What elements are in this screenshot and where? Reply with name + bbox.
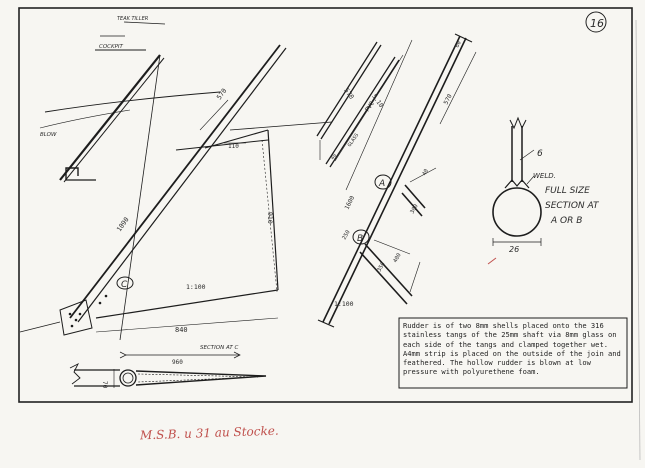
note-box — [398, 317, 628, 389]
dim-570-right: 570 — [443, 93, 454, 106]
dim-70: 70 — [101, 381, 108, 389]
hull-section — [39, 21, 221, 341]
dim-110: 110 — [228, 143, 239, 150]
label-teak-tiller: TEAK TILLER — [117, 16, 148, 22]
dim-1090: 1090 — [115, 216, 131, 233]
rudder-profile — [19, 44, 333, 336]
dim-250: 250 — [342, 229, 352, 241]
section-c-title: SECTION AT C — [200, 345, 238, 351]
label-blow: BLOW — [40, 132, 57, 138]
marker-a: A — [378, 179, 385, 189]
page-number: 16 — [590, 17, 604, 30]
dim-1600: 1600 — [344, 195, 357, 211]
scale-left: 1:100 — [186, 283, 206, 291]
dim-300: 300 — [410, 203, 420, 215]
sheet-edge-right — [635, 19, 641, 461]
section-ab-line1: FULL SIZE — [545, 186, 590, 196]
label-weld: WELD. — [533, 172, 556, 180]
dim-26: 26 — [509, 245, 519, 254]
dim-40: 40 — [330, 153, 338, 161]
shaft-strips — [316, 41, 404, 168]
dim-570-left: 570 — [215, 87, 228, 101]
scale-right: 1:100 — [334, 300, 354, 308]
label-cockpit: COCKPIT — [99, 44, 124, 50]
marker-c: C — [121, 280, 128, 290]
dim-60: 60 — [454, 40, 462, 49]
red-tick-mark — [487, 257, 497, 265]
drawing-border — [18, 7, 633, 403]
dim-40b: 40 — [422, 168, 431, 177]
dim-910: 910 — [266, 212, 274, 224]
marker-c-circle — [116, 276, 134, 290]
rudder-bolt-holes — [68, 294, 108, 328]
full-size-section — [492, 116, 542, 246]
dim-960: 960 — [172, 359, 183, 366]
section-c-drawing — [69, 351, 267, 388]
marker-a-circle — [374, 174, 392, 190]
part-number: 6 — [537, 149, 543, 159]
rudder-stock — [317, 33, 477, 328]
construction-note: Rudder is of two 8mm shells placed onto … — [403, 321, 621, 377]
marker-b: B — [357, 234, 363, 244]
marker-b-circle — [352, 229, 370, 245]
dim-400: 400 — [393, 252, 403, 264]
dim-840: 840 — [175, 326, 188, 334]
dim-350: 350 — [377, 261, 387, 273]
page-number-circle — [585, 11, 607, 33]
section-ab-line3: A OR B — [550, 216, 582, 226]
section-ab-line2: SECTION AT — [545, 201, 600, 211]
label-glass: GLASS — [347, 132, 361, 148]
